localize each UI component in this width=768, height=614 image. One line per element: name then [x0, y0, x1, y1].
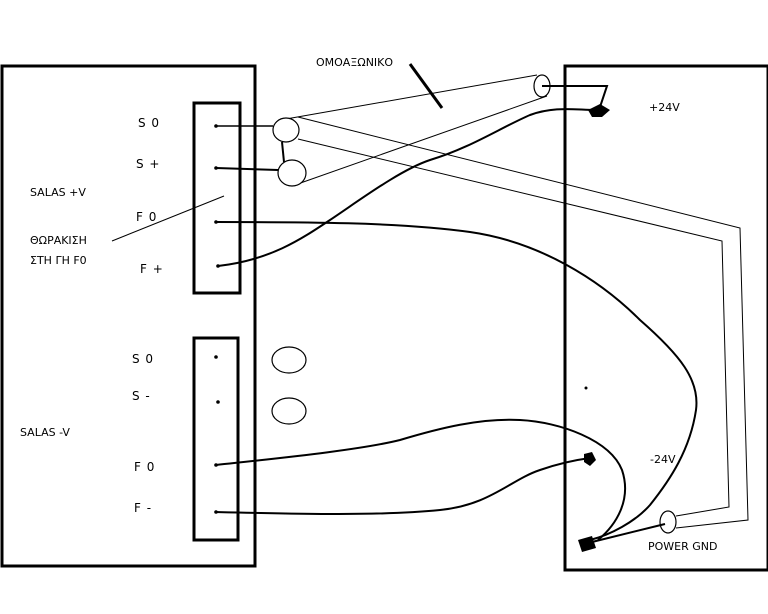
upper-pin-label-s0: S 0	[138, 116, 161, 130]
plus24-terminal	[588, 104, 610, 117]
wire-upper-f0-to-gnd	[215, 221, 698, 541]
stray-dot	[584, 386, 588, 390]
coax-line-b	[291, 95, 548, 187]
wire-splus-to-coax	[215, 167, 279, 171]
unused-oval-lower	[271, 397, 307, 425]
upper-pin-label-fplus: F +	[140, 262, 164, 276]
coax-end-oval-left-bottom	[277, 159, 307, 187]
coax-label-pointer	[408, 63, 444, 109]
wire-coax-jumper	[281, 141, 285, 163]
upper-pin-label-f0: F 0	[136, 210, 158, 224]
unused-oval-upper	[271, 346, 307, 374]
power-gnd-terminal	[578, 536, 596, 552]
wire-gnd-bundle	[591, 523, 666, 543]
lower-pin-label-s0: S 0	[132, 352, 155, 366]
shield-label-line2: ΣΤΗ ΓΗ F0	[30, 254, 87, 267]
wire-coax-to-plus24	[542, 85, 609, 108]
salas-neg-label: SALAS -V	[20, 426, 70, 439]
minus24-label: -24V	[650, 453, 676, 466]
coax-line-a	[285, 74, 538, 120]
power-gnd-oval	[659, 510, 677, 534]
lower-connector-block	[192, 336, 240, 542]
lower-pin-label-f0: F 0	[134, 460, 156, 474]
pin-dot-lower-sminus	[216, 400, 220, 404]
sense-cable-inner	[297, 138, 730, 517]
coax-end-oval-left-top	[272, 117, 300, 143]
minus24-terminal	[584, 452, 596, 466]
plus24-label: +24V	[649, 101, 680, 114]
upper-pin-label-splus: S +	[136, 157, 161, 171]
lower-pin-label-fminus: F -	[134, 501, 153, 515]
wire-lower-f0-to-minus24	[215, 418, 627, 541]
power-gnd-label: POWER GND	[648, 540, 718, 553]
sense-cable-outer	[297, 116, 749, 529]
wire-fplus-to-plus24	[217, 108, 597, 267]
upper-connector-block	[192, 101, 242, 295]
lower-pin-label-sminus: S -	[132, 389, 151, 403]
shield-label-pointer	[111, 195, 225, 242]
shield-label-line1: ΘΩΡΑΚΙΣΗ	[30, 234, 87, 247]
salas-pos-label: SALAS +V	[30, 186, 86, 199]
power-supply-box	[563, 64, 768, 572]
wire-fminus-to-minus24	[215, 457, 591, 515]
pin-dot-lower-s0	[214, 355, 218, 359]
left-unit-box	[0, 64, 257, 568]
coax-label: ΟΜΟΑΞΩΝΙΚΟ	[316, 56, 394, 69]
